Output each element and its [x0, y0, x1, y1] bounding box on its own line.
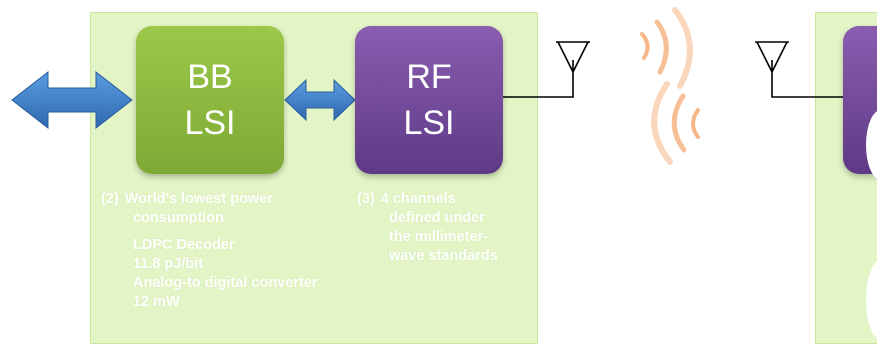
note-line: Analog-to digital converter: [133, 275, 318, 291]
signal-waves-icon: [640, 7, 700, 165]
bb-block-line2: LSI: [184, 104, 236, 142]
note-number: (2): [101, 191, 119, 207]
remote-block-highlight: [866, 260, 877, 340]
bb-block-line1: BB: [187, 58, 233, 96]
external-double-arrow-icon: [11, 70, 133, 130]
note-line: 4 channels: [380, 191, 456, 207]
rf-block-line2: LSI: [403, 104, 455, 142]
rf-lsi-block: RF LSI: [355, 26, 503, 174]
power-consumption-note: (2) World's lowest power consumption LDPC…: [101, 190, 381, 312]
note-line: 12 mW: [133, 294, 180, 310]
antenna-icon: [503, 41, 590, 98]
remote-block-highlight: [866, 110, 877, 180]
note-line: World's lowest power: [124, 191, 273, 207]
channels-note: (3) 4 channels defined under the millimet…: [357, 190, 532, 266]
bb-rf-double-arrow-icon: [284, 78, 356, 122]
note-line: consumption: [133, 210, 225, 226]
note-line: the millimeter-: [389, 229, 489, 245]
note-line: wave standards: [389, 248, 498, 264]
note-number: (3): [357, 191, 375, 207]
note-line: LDPC Decoder: [133, 237, 235, 253]
note-line: defined under: [389, 210, 485, 226]
rf-block-line1: RF: [406, 58, 452, 96]
note-line: 11.8 pJ/bit: [133, 256, 204, 272]
antenna-icon: [755, 41, 843, 98]
bb-lsi-block: BB LSI: [136, 26, 284, 174]
